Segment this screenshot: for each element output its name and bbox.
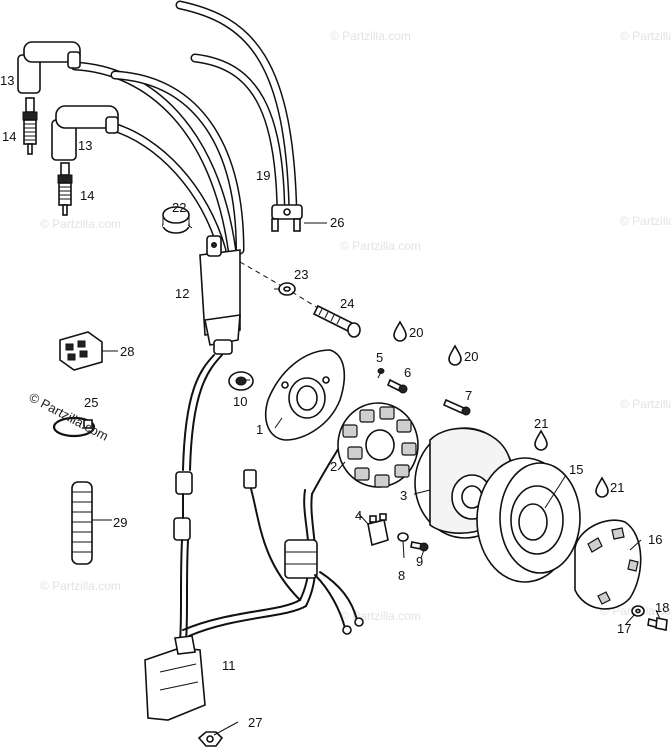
leader-lines bbox=[92, 222, 661, 736]
watermark: © Partzilla.com bbox=[40, 579, 121, 593]
sleeve-29 bbox=[71, 481, 93, 565]
callouts: 13 13 14 14 19 26 22 23 12 24 28 25 29 1… bbox=[0, 73, 669, 730]
watermark: © Partzilla.com bbox=[620, 214, 671, 228]
callout-13: 13 bbox=[78, 138, 92, 153]
watermark: © Partzilla.com bbox=[340, 239, 421, 253]
callout-14: 14 bbox=[2, 129, 16, 144]
ignition-wires bbox=[70, 0, 298, 255]
grease-drop-icon bbox=[448, 344, 462, 366]
callout-17: 17 bbox=[617, 621, 631, 636]
callout-19: 19 bbox=[256, 168, 270, 183]
ignition-coil-12 bbox=[199, 235, 241, 355]
screw-7 bbox=[442, 398, 471, 416]
callout-2: 2 bbox=[330, 459, 337, 474]
callout-1: 1 bbox=[256, 422, 263, 437]
washer-23 bbox=[278, 282, 296, 296]
callout-4: 4 bbox=[355, 508, 362, 523]
callout-15: 15 bbox=[569, 462, 583, 477]
grommet-10 bbox=[228, 371, 254, 391]
callout-20: 20 bbox=[409, 325, 423, 340]
grease-drop-icon bbox=[393, 320, 407, 342]
callout-27: 27 bbox=[248, 715, 262, 730]
watermark: © Partzilla.com bbox=[330, 29, 411, 43]
nut-27 bbox=[197, 731, 224, 747]
pin-5 bbox=[377, 368, 385, 374]
stator-2 bbox=[337, 402, 419, 488]
callout-21: 21 bbox=[610, 480, 624, 495]
washer-17 bbox=[631, 605, 645, 617]
base-plate-1 bbox=[264, 349, 346, 441]
callout-5: 5 bbox=[376, 350, 383, 365]
callout-3: 3 bbox=[400, 488, 407, 503]
pickup-4 bbox=[367, 513, 389, 547]
callout-9: 9 bbox=[416, 554, 423, 569]
callout-8: 8 bbox=[398, 568, 405, 583]
callout-21: 21 bbox=[534, 416, 548, 431]
starter-cup-16 bbox=[574, 519, 642, 610]
cdi-unit-11 bbox=[144, 635, 206, 721]
callout-28: 28 bbox=[120, 344, 134, 359]
spark-plug-cap-13b bbox=[51, 105, 119, 161]
bushing-22 bbox=[162, 206, 190, 234]
spark-plug-cap-13 bbox=[17, 41, 81, 94]
callout-16: 16 bbox=[648, 532, 662, 547]
watermark: © Partzilla.com bbox=[620, 397, 671, 411]
callout-14: 14 bbox=[80, 188, 94, 203]
callout-24: 24 bbox=[340, 296, 354, 311]
grease-drop-icon bbox=[595, 476, 609, 498]
screw-9 bbox=[410, 541, 429, 552]
callout-18: 18 bbox=[655, 600, 669, 615]
watermark: © Partzilla.com bbox=[40, 217, 121, 231]
spark-plug-14b bbox=[57, 162, 73, 216]
wiring-harness bbox=[173, 354, 364, 641]
callout-12: 12 bbox=[175, 286, 189, 301]
pulley-15 bbox=[476, 457, 581, 583]
callout-10: 10 bbox=[233, 394, 247, 409]
grease-drop-icon bbox=[534, 429, 548, 451]
screw-6 bbox=[386, 378, 408, 394]
drop-icons bbox=[393, 320, 609, 498]
callout-13: 13 bbox=[0, 73, 14, 88]
callout-11: 11 bbox=[222, 658, 236, 673]
bolt-18 bbox=[647, 617, 668, 631]
cable-tie-25 bbox=[52, 416, 96, 438]
callout-23: 23 bbox=[294, 267, 308, 282]
callout-22: 22 bbox=[172, 200, 186, 215]
spark-plug-14 bbox=[22, 97, 38, 155]
callout-26: 26 bbox=[330, 215, 344, 230]
watermark: © Partzilla.com bbox=[620, 29, 671, 43]
callout-25: 25 bbox=[84, 395, 98, 410]
connector-28 bbox=[59, 331, 103, 371]
bolt-24 bbox=[312, 304, 361, 338]
watermark: © Partzilla.com bbox=[340, 609, 421, 623]
callout-7: 7 bbox=[465, 388, 472, 403]
callout-20: 20 bbox=[464, 349, 478, 364]
wire-clamp-26 bbox=[271, 204, 303, 232]
callout-6: 6 bbox=[404, 365, 411, 380]
callout-29: 29 bbox=[113, 515, 127, 530]
washer-8 bbox=[397, 532, 409, 542]
